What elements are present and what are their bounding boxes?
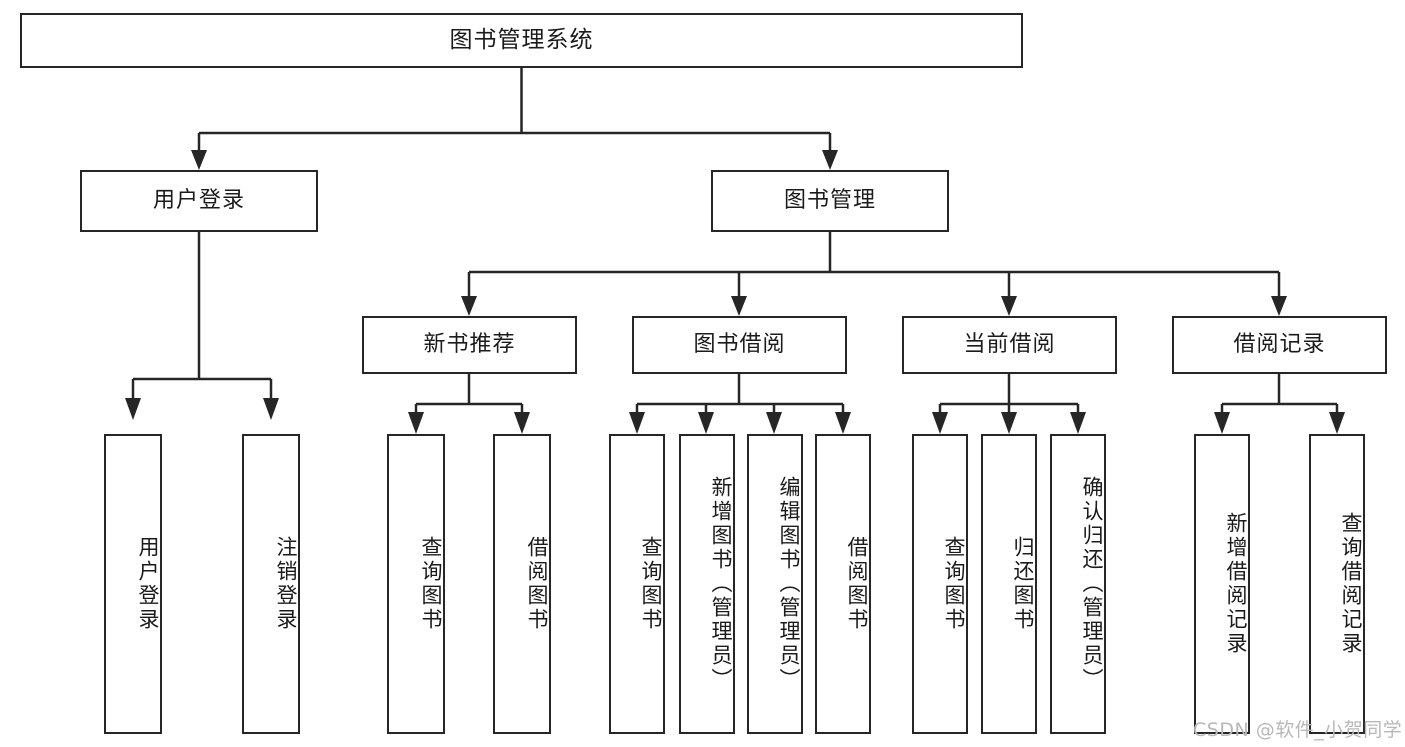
leaf-current-borrow-return-book[interactable]: 归还图书 — [981, 434, 1037, 734]
node-label: 图书借阅 — [693, 331, 786, 357]
node-label: 新增借阅记录 — [1224, 512, 1248, 656]
leaf-book-borrow-edit-book-admin[interactable]: 编辑图书（管理员） — [747, 434, 803, 734]
node-user-login[interactable]: 用户登录 — [80, 170, 318, 232]
node-borrow-record[interactable]: 借阅记录 — [1172, 316, 1387, 374]
node-label: 查询借阅记录 — [1339, 512, 1363, 656]
node-new-book-recommend[interactable]: 新书推荐 — [362, 316, 577, 374]
leaf-user-login-login[interactable]: 用户登录 — [104, 434, 162, 734]
leaf-new-book-query-book[interactable]: 查询图书 — [387, 434, 445, 734]
leaf-book-borrow-query-book[interactable]: 查询图书 — [609, 434, 665, 734]
node-label: 图书管理系统 — [449, 26, 594, 53]
arrowhead-newbook-leaf2 — [514, 412, 530, 434]
watermark-text: CSDN @软件_小贺同学 — [1193, 719, 1403, 741]
arrowhead-bookborrow-leaf4 — [835, 412, 851, 434]
arrowhead-borrowrecord-leaf1 — [1214, 412, 1230, 434]
node-label: 归还图书 — [1011, 536, 1035, 632]
arrowhead-currentborrow-leaf2 — [1001, 412, 1017, 434]
node-label: 编辑图书（管理员） — [777, 476, 801, 692]
node-book-management[interactable]: 图书管理 — [711, 170, 949, 232]
arrowhead-userlogin-leaf2 — [263, 398, 279, 420]
arrowhead-bookmgmt — [822, 150, 838, 170]
node-label: 新书推荐 — [423, 331, 516, 357]
arrowhead-borrowrecord-leaf2 — [1329, 412, 1345, 434]
arrowhead-currentborrow-leaf1 — [932, 412, 948, 434]
leaf-book-borrow-borrow-book[interactable]: 借阅图书 — [815, 434, 871, 734]
leaf-borrow-record-query-record[interactable]: 查询借阅记录 — [1309, 434, 1365, 734]
node-current-borrow[interactable]: 当前借阅 — [902, 316, 1117, 374]
arrowhead-bookborrow-leaf2 — [698, 412, 714, 434]
leaf-new-book-borrow-book[interactable]: 借阅图书 — [493, 434, 551, 734]
node-label: 借阅图书 — [525, 536, 549, 632]
node-label: 新增图书（管理员） — [709, 476, 733, 692]
csdn-watermark: CSDN @软件_小贺同学 — [1193, 715, 1402, 742]
leaf-current-borrow-query-book[interactable]: 查询图书 — [912, 434, 968, 734]
node-label: 借阅记录 — [1233, 331, 1326, 357]
node-label: 用户登录 — [152, 187, 245, 213]
arrowhead-borrowrecord — [1271, 296, 1287, 316]
leaf-user-login-logout[interactable]: 注销登录 — [242, 434, 300, 734]
arrowhead-currentborrow — [1001, 296, 1017, 316]
node-label: 用户登录 — [136, 536, 160, 632]
node-label: 注销登录 — [274, 536, 298, 632]
arrowhead-userlogin-leaf1 — [125, 398, 141, 420]
arrowhead-bookborrow-leaf3 — [766, 412, 782, 434]
arrowhead-currentborrow-leaf3 — [1070, 412, 1086, 434]
leaf-book-borrow-add-book-admin[interactable]: 新增图书（管理员） — [679, 434, 735, 734]
leaf-current-borrow-confirm-return-admin[interactable]: 确认归还（管理员） — [1050, 434, 1106, 734]
arrowhead-userlogin — [191, 150, 207, 170]
arrowhead-bookborrow-leaf1 — [629, 412, 645, 434]
arrowhead-newbook-leaf1 — [408, 412, 424, 434]
arrowhead-newbook — [461, 296, 477, 316]
node-label: 当前借阅 — [963, 331, 1056, 357]
leaf-borrow-record-add-record[interactable]: 新增借阅记录 — [1194, 434, 1250, 734]
node-root-book-management-system[interactable]: 图书管理系统 — [20, 13, 1023, 68]
node-book-borrow[interactable]: 图书借阅 — [632, 316, 847, 374]
node-label: 查询图书 — [942, 536, 966, 632]
node-label: 图书管理 — [783, 187, 876, 213]
arrowhead-bookborrow — [731, 296, 747, 316]
node-label: 查询图书 — [419, 536, 443, 632]
node-label: 借阅图书 — [845, 536, 869, 632]
node-label: 查询图书 — [639, 536, 663, 632]
node-label: 确认归还（管理员） — [1080, 476, 1104, 692]
